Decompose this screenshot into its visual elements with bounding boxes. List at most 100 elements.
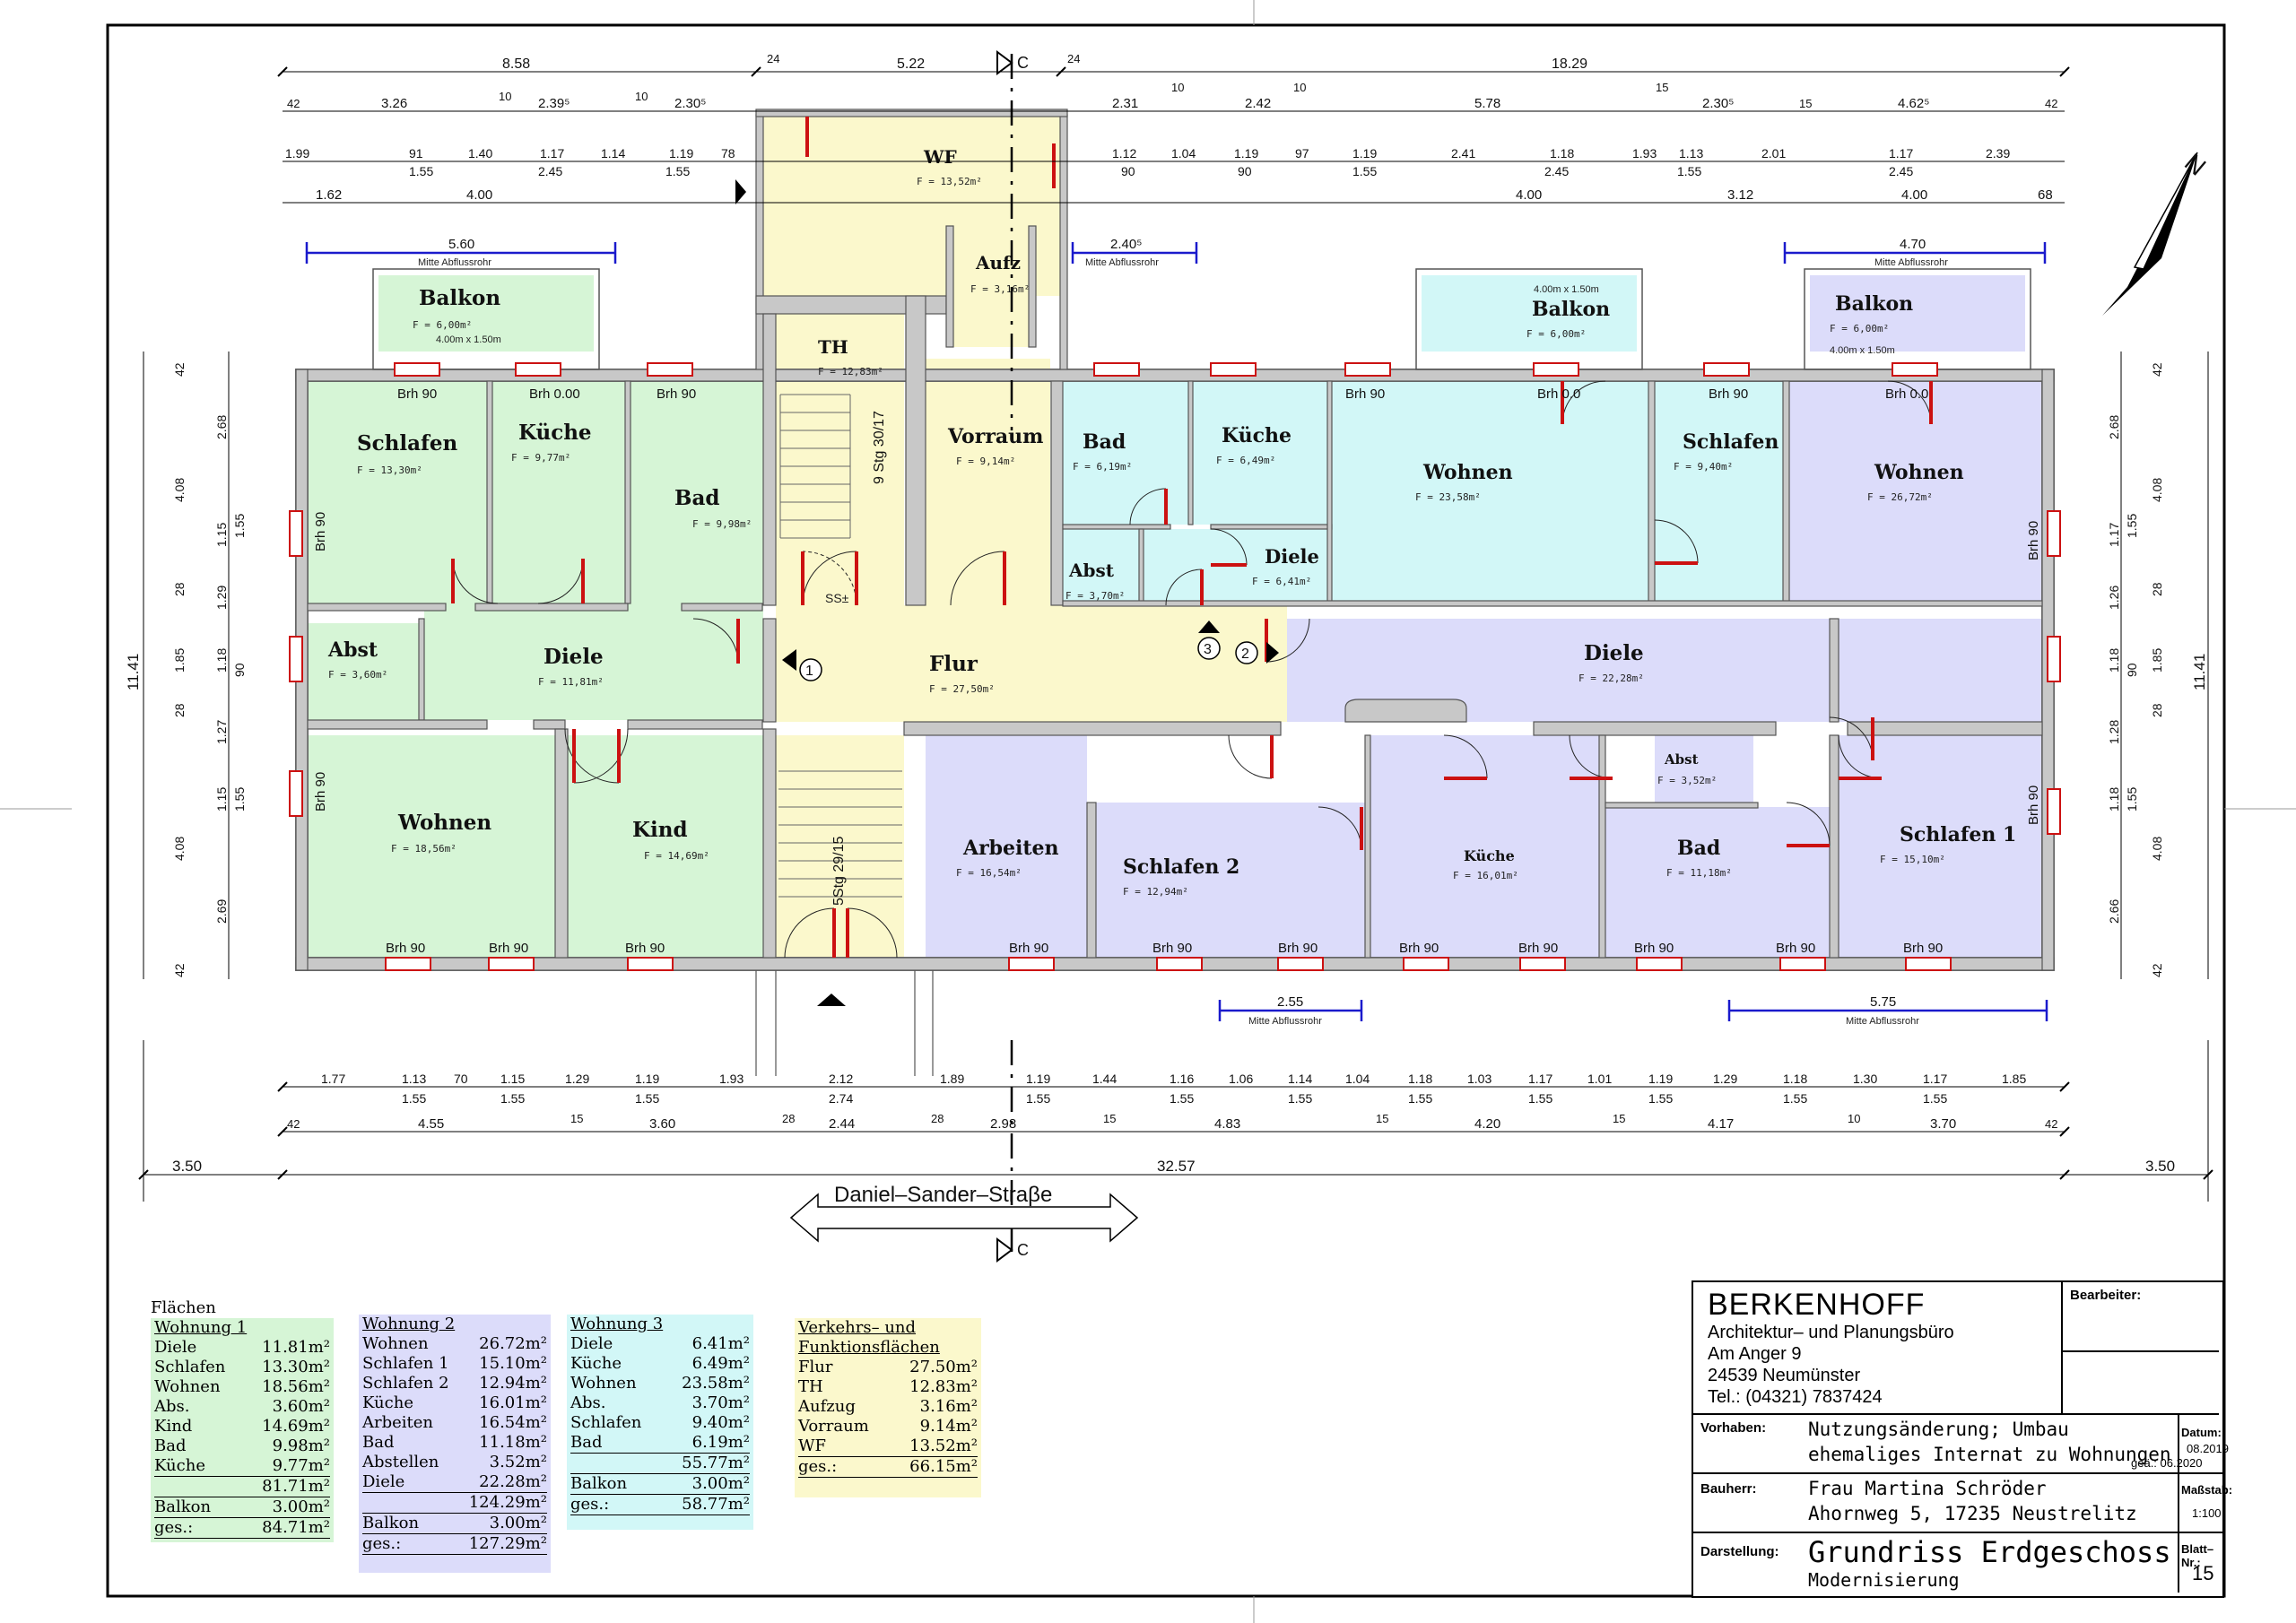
marker-3: 3 bbox=[1204, 642, 1212, 657]
drain-label: Mitte Abflussrohr bbox=[1846, 1016, 1919, 1027]
datum-1: 08.2019 bbox=[2187, 1442, 2229, 1455]
dim-value: 1.77 bbox=[321, 1072, 345, 1086]
area-wohnen-w3: F = 23,58m² bbox=[1415, 491, 1481, 503]
dim-value: 1.55 bbox=[1288, 1091, 1312, 1106]
dim-value: 2.66 bbox=[2107, 899, 2121, 924]
room-kueche-w3: Küche bbox=[1222, 424, 1292, 447]
dimension-lines bbox=[143, 71, 2209, 1202]
room-kueche-w2: Küche bbox=[1464, 847, 1515, 864]
dim-value: 1.17 bbox=[1889, 146, 1913, 161]
dim-value: 1.19 bbox=[1026, 1072, 1050, 1086]
room-schlafen1: Schlafen 1 bbox=[1900, 823, 2016, 846]
dim-value: 1.18 bbox=[1408, 1072, 1432, 1086]
dim-value: 1.15 bbox=[214, 523, 229, 547]
dim-value: 1.04 bbox=[1171, 146, 1196, 161]
dim-value: 42 bbox=[172, 362, 187, 377]
dim-value: 28 bbox=[2150, 703, 2164, 717]
legend-w1-head: Wohnung 1 bbox=[154, 1318, 248, 1337]
area-kueche-w3: F = 6,49m² bbox=[1216, 455, 1275, 466]
blatt-label: Blatt–Nr.: bbox=[2181, 1542, 2214, 1569]
bauherr-label: Bauherr: bbox=[1700, 1481, 1757, 1497]
dim-value: 18.29 bbox=[1552, 56, 1587, 72]
dim-value: 4.08 bbox=[2150, 478, 2164, 502]
bearbeiter-cell: Bearbeiter: bbox=[2063, 1282, 2219, 1415]
dim-value: 3.50 bbox=[2145, 1158, 2175, 1175]
dim-value: 2.30⁵ bbox=[674, 96, 706, 111]
dim-value: 1.40 bbox=[468, 146, 492, 161]
dim-value: 1.55 bbox=[1352, 164, 1377, 178]
dim-value: 2.30⁵ bbox=[1702, 96, 1734, 111]
dim-value: 2.45 bbox=[1889, 164, 1913, 178]
area-wohnen-w1: F = 18,56m² bbox=[391, 843, 457, 855]
balcony-outlines bbox=[372, 268, 2031, 370]
drain-label: Mitte Abflussrohr bbox=[1874, 257, 1948, 268]
title-block: BERKENHOFF Architektur– und Planungsbüro… bbox=[1692, 1280, 2232, 1598]
drain-dim: 2.55 bbox=[1277, 994, 1303, 1010]
dim-value: 1.89 bbox=[940, 1072, 964, 1086]
dim-value: 4.17 bbox=[1708, 1116, 1734, 1132]
room-schlafen2: Schlafen 2 bbox=[1123, 855, 1239, 879]
dims-bottom-row3: 3.50 32.57 3.50 bbox=[172, 1158, 2175, 1175]
brh-label: Brh 90 bbox=[1903, 941, 1943, 956]
brh-label: Brh 90 bbox=[1399, 941, 1439, 956]
dim-value: 2.69 bbox=[214, 899, 229, 924]
brh-label: Brh 90 bbox=[1634, 941, 1674, 956]
room-bad-w2: Bad bbox=[1677, 837, 1720, 860]
dim-value: 1.55 bbox=[1408, 1091, 1432, 1106]
apartment-3-fills bbox=[1063, 275, 1783, 605]
north-arrow: N bbox=[2102, 148, 2211, 316]
dim-value: 1.17 bbox=[2107, 523, 2121, 547]
dim-value: 4.83 bbox=[1214, 1116, 1240, 1132]
datum-2: geä.: 06.2020 bbox=[2131, 1456, 2203, 1470]
drain-dim: 4.70 bbox=[1900, 237, 1926, 252]
brh-label: Brh 90 bbox=[2026, 521, 2041, 560]
area-flur: F = 27,50m² bbox=[929, 683, 995, 695]
dim-value: 1.19 bbox=[635, 1072, 659, 1086]
dim-value: 28 bbox=[931, 1112, 944, 1125]
legend-title: Flächen bbox=[151, 1298, 216, 1317]
marker-1: 1 bbox=[805, 664, 813, 679]
brh-label: Brh 90 bbox=[1345, 386, 1385, 402]
dim-value: 1.18 bbox=[214, 648, 229, 673]
room-th: TH bbox=[818, 336, 848, 358]
area-vorraum: F = 9,14m² bbox=[956, 456, 1015, 467]
dim-value: 1.13 bbox=[1679, 146, 1703, 161]
bauherr-cell bbox=[1693, 1474, 2178, 1533]
area-schlafen-w1: F = 13,30m² bbox=[357, 464, 422, 476]
dim-value: 2.44 bbox=[829, 1116, 855, 1132]
bauherr-line2: Ahornweg 5, 17235 Neustrelitz bbox=[1808, 1503, 2137, 1524]
dim-value: 2.98 bbox=[990, 1116, 1016, 1132]
dim-value: 2.41 bbox=[1451, 146, 1475, 161]
dim-value: 10 bbox=[635, 90, 648, 103]
brh-label: Brh 90 bbox=[1518, 941, 1558, 956]
dim-value: 1.17 bbox=[1923, 1072, 1947, 1086]
size-balkon-w1: 4.00m x 1.50m bbox=[436, 334, 501, 345]
area-abst-w1: F = 3,60m² bbox=[328, 669, 387, 681]
legend-row: Abs.3.70m² bbox=[570, 1393, 750, 1412]
dims-left: 11.41 42 2.68 4.08 1.15 1.55 28 1.29 1.1… bbox=[125, 362, 247, 977]
dim-value: 10 bbox=[1293, 81, 1306, 94]
legend-total: ges.:84.71m² bbox=[154, 1518, 330, 1539]
room-abst-w3: Abst bbox=[1068, 560, 1115, 581]
dim-value: 1.18 bbox=[1550, 146, 1574, 161]
legend-total: ges.:127.29m² bbox=[362, 1534, 547, 1555]
brh-label: Brh 90 bbox=[2026, 785, 2041, 825]
dim-value: 5.22 bbox=[897, 56, 925, 72]
drain-label: Mitte Abflussrohr bbox=[1248, 1016, 1322, 1027]
dim-value: 28 bbox=[2150, 582, 2164, 596]
dim-value: 1.99 bbox=[285, 146, 309, 161]
area-balkon-w1: F = 6,00m² bbox=[413, 319, 472, 331]
vorhaben-line1: Nutzungsänderung; Umbau bbox=[1808, 1419, 2069, 1440]
firm-phone: Tel.: (04321) 7837424 bbox=[1708, 1387, 1883, 1407]
dim-value: 15 bbox=[570, 1112, 583, 1125]
room-wohnen-w3: Wohnen bbox=[1422, 461, 1513, 484]
